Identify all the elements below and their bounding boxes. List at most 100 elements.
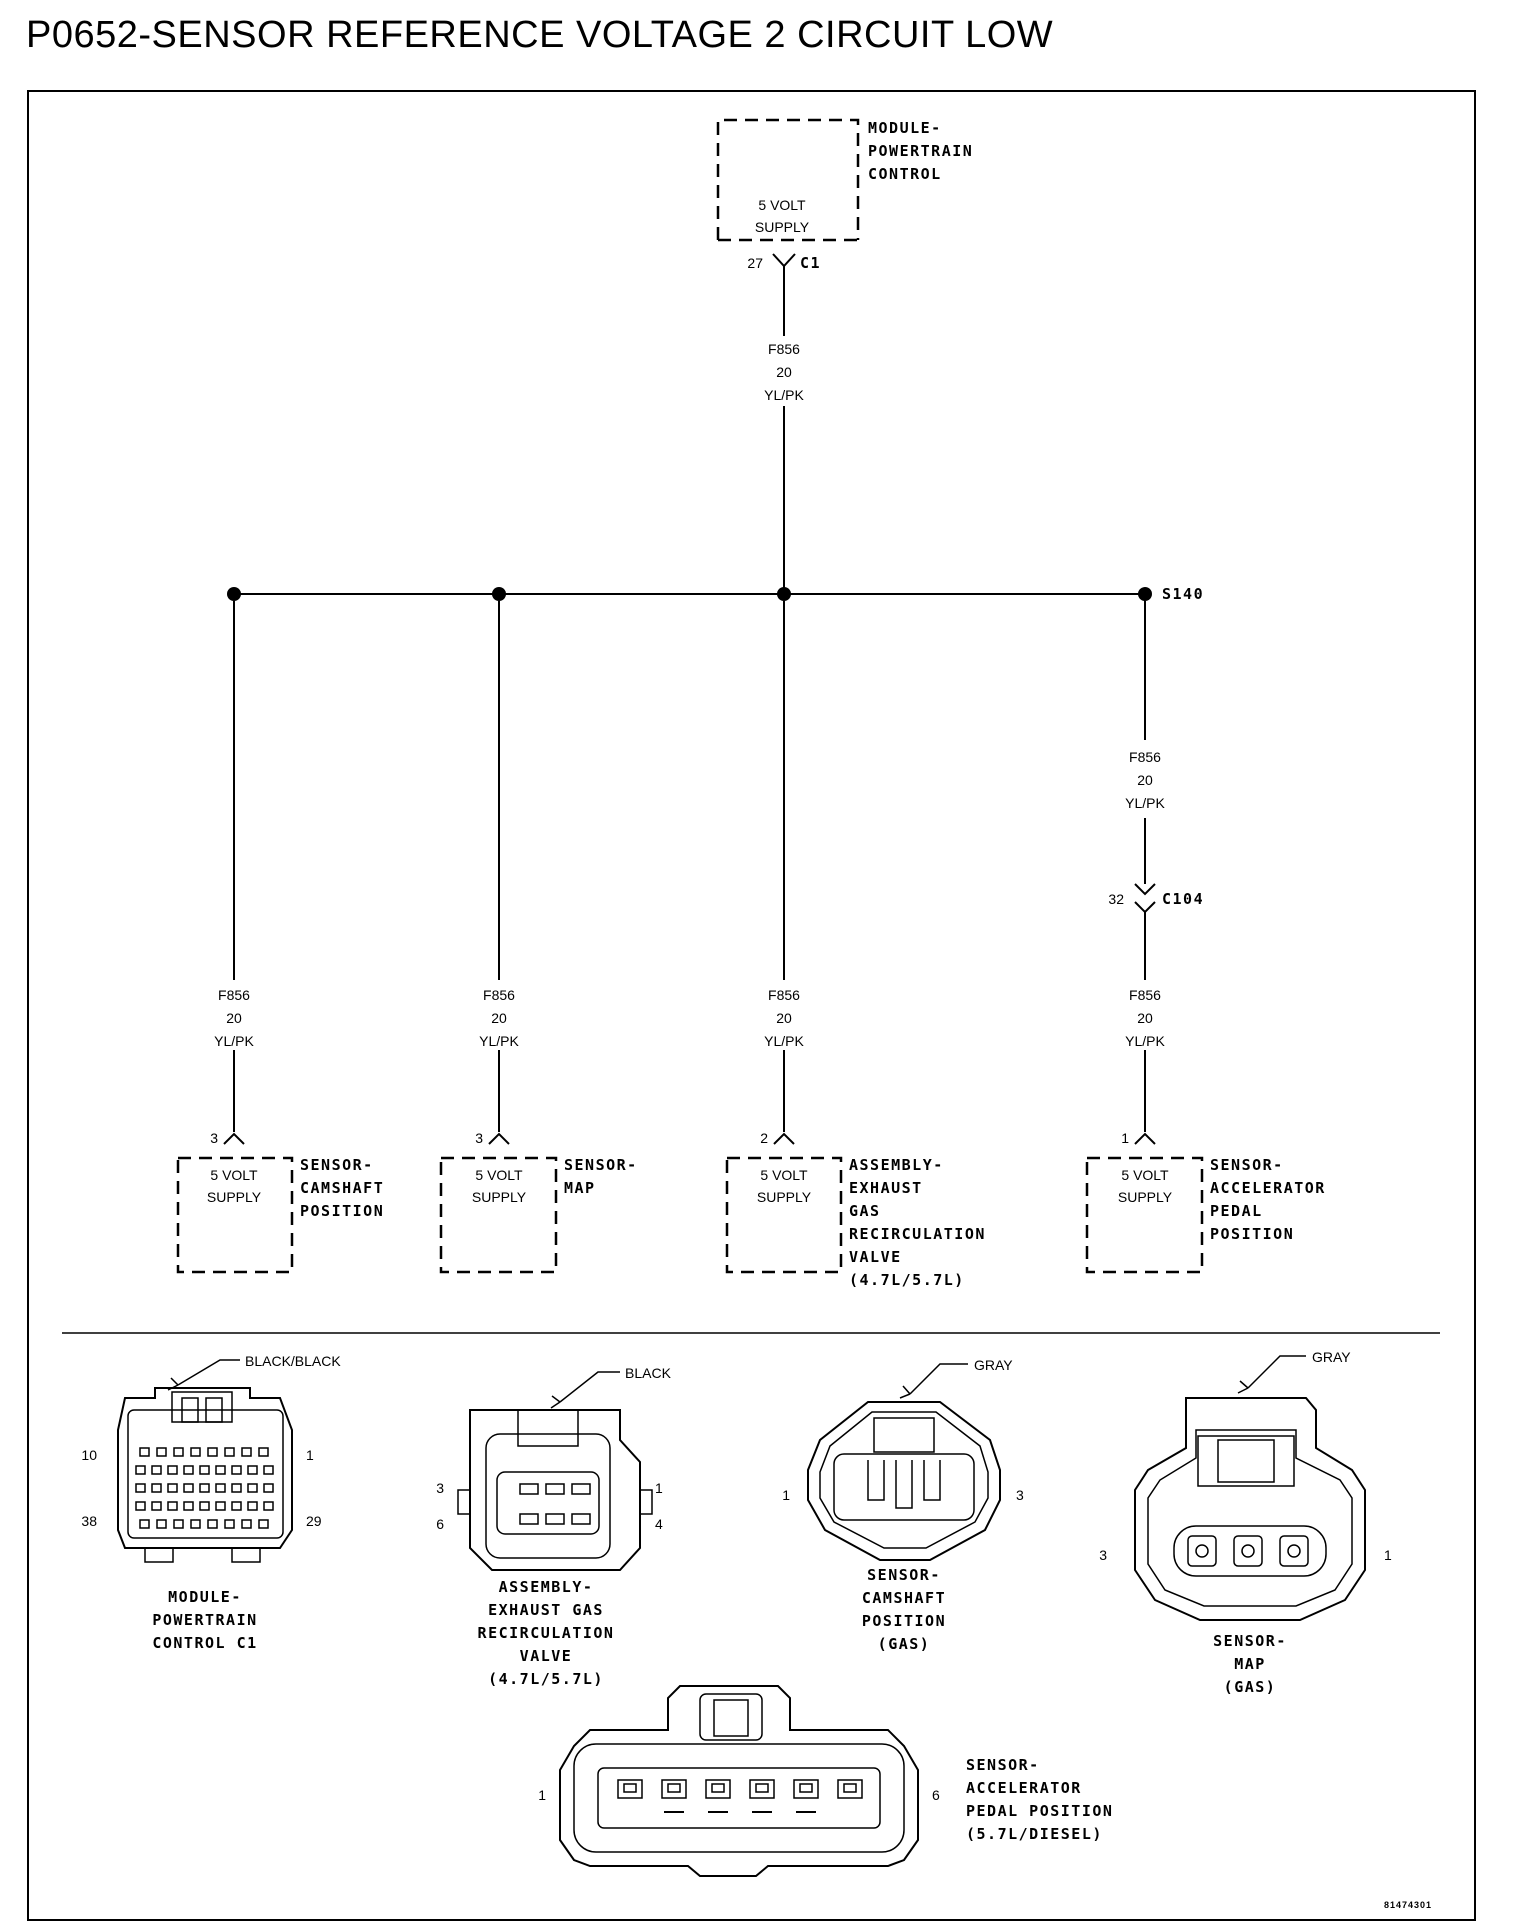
splice-dot xyxy=(492,587,506,601)
sensor-name-line6: (4.7L/5.7L) xyxy=(849,1271,965,1289)
pin-cavity xyxy=(617,1779,643,1799)
pin-label: 1 xyxy=(538,1787,546,1803)
sensor-name-line4: POSITION xyxy=(1210,1225,1294,1243)
wire-color: YL/PK xyxy=(214,1033,254,1049)
pin-cavity xyxy=(139,1447,150,1457)
pin-row xyxy=(617,1779,863,1813)
pin-terminal xyxy=(667,1783,681,1793)
sensor-camshaft-position: 3 5 VOLT SUPPLY SENSOR- CAMSHAFT POSITIO… xyxy=(176,1130,384,1274)
wire-gauge: 20 xyxy=(491,1010,507,1026)
pin-cavity xyxy=(258,1519,269,1529)
connector-view-pcm-c1: BLACK/BLACK 10 1 38 29 MODULE- POWERTRAI… xyxy=(81,1353,341,1652)
connector-view-camshaft: GRAY 1 3 SENSOR- CAMSHAFT POSITION (GAS) xyxy=(782,1357,1024,1653)
pin-cavity xyxy=(183,1501,194,1511)
pin-cavity xyxy=(231,1483,242,1493)
pin-cavity xyxy=(231,1465,242,1475)
pcm-connector-c1: 27 C1 xyxy=(747,253,821,272)
wire-color: YL/PK xyxy=(764,387,804,403)
wire-label-drop4-lower: F856 20 YL/PK xyxy=(1125,987,1165,1049)
connector-view-egr: BLACK 3 1 6 4 ASSEMBLY- EXHAUST GAS RECI… xyxy=(436,1365,671,1688)
pin-cavity xyxy=(135,1501,146,1511)
wire-gauge: 20 xyxy=(1137,1010,1153,1026)
wire-label-drop1: F856 20 YL/PK xyxy=(214,987,254,1049)
connector-name-line2: POWERTRAIN xyxy=(152,1611,257,1629)
sensor-supply-line1: 5 VOLT xyxy=(475,1167,523,1183)
wire-color: YL/PK xyxy=(764,1033,804,1049)
sensor-supply-line2: SUPPLY xyxy=(472,1189,527,1205)
pin-cavity xyxy=(183,1465,194,1475)
page-title: P0652-SENSOR REFERENCE VOLTAGE 2 CIRCUIT… xyxy=(26,14,1054,56)
pin-cavity xyxy=(263,1465,274,1475)
sensor-name-line3: GAS xyxy=(849,1202,881,1220)
connector-name-line4: (5.7L/DIESEL) xyxy=(966,1825,1103,1843)
pin-cavity xyxy=(139,1519,150,1529)
sensor-accelerator-pedal-position: 1 5 VOLT SUPPLY SENSOR- ACCELERATOR PEDA… xyxy=(1085,1130,1326,1274)
sensor-pin: 3 xyxy=(210,1130,218,1146)
pin-cavity xyxy=(173,1447,184,1457)
pin-cavity xyxy=(173,1519,184,1529)
c104-pin: 32 xyxy=(1108,891,1124,907)
pin-cavity xyxy=(215,1465,226,1475)
pcm-name-line2: POWERTRAIN xyxy=(868,142,973,160)
wire-label-drop2: F856 20 YL/PK xyxy=(479,987,519,1049)
pin-terminal xyxy=(755,1783,769,1793)
connector-name-line2: MAP xyxy=(1234,1655,1266,1673)
pin-cavity xyxy=(199,1465,210,1475)
connector-name-line3: PEDAL POSITION xyxy=(966,1802,1113,1820)
pin-cavity xyxy=(167,1501,178,1511)
pin-cavity xyxy=(749,1779,775,1799)
connector-name-line1: ASSEMBLY- xyxy=(499,1578,594,1596)
connector-name-line2: CAMSHAFT xyxy=(862,1589,946,1607)
connector-name-line3: RECIRCULATION xyxy=(478,1624,615,1642)
pin-cavity xyxy=(207,1519,218,1529)
pin-grid xyxy=(135,1447,274,1529)
sensor-name-line2: CAMSHAFT xyxy=(300,1179,384,1197)
connector-name-line3: POSITION xyxy=(862,1612,946,1630)
sensor-pin: 1 xyxy=(1121,1130,1129,1146)
pin-terminal xyxy=(711,1783,725,1793)
pin-terminal xyxy=(843,1783,857,1793)
sensor-name-line1: ASSEMBLY- xyxy=(849,1156,944,1174)
sensor-supply-line2: SUPPLY xyxy=(757,1189,812,1205)
pin-cavity xyxy=(135,1483,146,1493)
sensor-name-line2: MAP xyxy=(564,1179,596,1197)
egr-pins xyxy=(519,1483,591,1525)
pcm-supply-line1: 5 VOLT xyxy=(758,197,806,213)
connector-name-line5: (4.7L/5.7L) xyxy=(488,1670,604,1688)
assembly-egr-valve: 2 5 VOLT SUPPLY ASSEMBLY- EXHAUST GAS RE… xyxy=(725,1130,984,1289)
wire-label-drop3: F856 20 YL/PK xyxy=(764,987,804,1049)
connector-name-line1: MODULE- xyxy=(168,1588,242,1606)
pin-label: 1 xyxy=(1384,1547,1392,1563)
sensor-name-line1: SENSOR- xyxy=(1210,1156,1284,1174)
pin-cavity xyxy=(705,1779,731,1799)
pin-cavity xyxy=(151,1501,162,1511)
splice-dot xyxy=(777,587,791,601)
pin-label: 6 xyxy=(932,1787,940,1803)
sensor-pin: 2 xyxy=(760,1130,768,1146)
sensor-name-line2: ACCELERATOR xyxy=(1210,1179,1326,1197)
wire-circuit: F856 xyxy=(483,987,515,1003)
pin-cavity xyxy=(167,1465,178,1475)
pcm-connector-name: C1 xyxy=(800,254,821,272)
wire-color: YL/PK xyxy=(479,1033,519,1049)
pin-label: 29 xyxy=(306,1513,322,1529)
connector-color: GRAY xyxy=(1312,1349,1351,1365)
wire-gauge: 20 xyxy=(776,1010,792,1026)
pin-cavity xyxy=(199,1483,210,1493)
connector-name-line2: ACCELERATOR xyxy=(966,1779,1082,1797)
sensor-supply-line1: 5 VOLT xyxy=(210,1167,258,1183)
pin-label: 3 xyxy=(1016,1487,1024,1503)
pcm-name-line3: CONTROL xyxy=(868,165,942,183)
pin-cavity xyxy=(241,1519,252,1529)
pin-label: 1 xyxy=(782,1487,790,1503)
wire-circuit: F856 xyxy=(768,341,800,357)
pin-label: 10 xyxy=(81,1447,97,1463)
connector-name-line1: SENSOR- xyxy=(966,1756,1040,1774)
pin-cavity xyxy=(241,1447,252,1457)
pin-cavity xyxy=(258,1447,269,1457)
pin-label: 1 xyxy=(655,1480,663,1496)
connector-name-line1: SENSOR- xyxy=(867,1566,941,1584)
pin-label: 38 xyxy=(81,1513,97,1529)
pin-label: 3 xyxy=(1099,1547,1107,1563)
pin-cavity xyxy=(190,1447,201,1457)
